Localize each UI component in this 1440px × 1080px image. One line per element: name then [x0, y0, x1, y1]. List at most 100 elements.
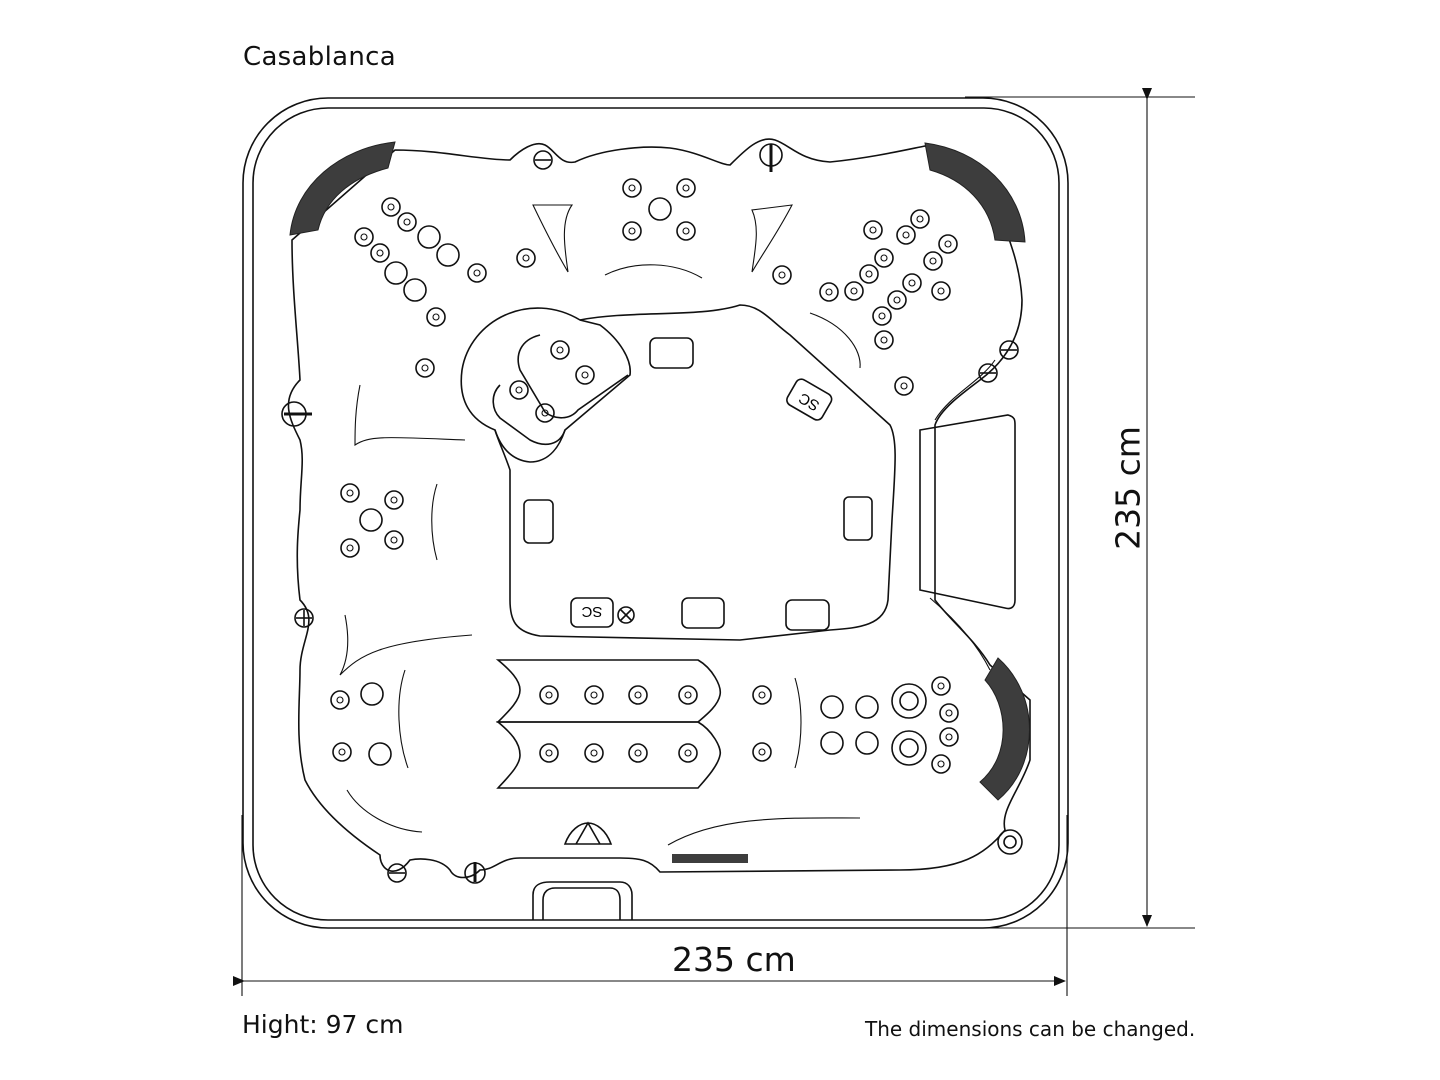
control-knob	[387, 863, 407, 883]
large-jet	[855, 731, 879, 755]
height-dimension-label: 235 cm	[1108, 426, 1148, 550]
jet-nozzle	[581, 371, 589, 379]
jet-nozzle	[590, 749, 598, 757]
jet-nozzle	[684, 749, 692, 757]
jet	[622, 221, 642, 241]
dimensions-changeable-note: The dimensions can be changed.	[865, 1017, 1196, 1041]
control-knob	[999, 340, 1019, 360]
jet-nozzle	[556, 346, 564, 354]
large-jet	[403, 278, 427, 302]
jet-nozzle	[937, 760, 945, 768]
svg-text:SC: SC	[581, 603, 602, 620]
jet	[872, 306, 892, 326]
lounger-seat	[919, 414, 1016, 610]
jet	[622, 178, 642, 198]
jet-nozzle	[590, 691, 598, 699]
large-jet	[360, 682, 384, 706]
jet	[844, 281, 864, 301]
jet-nozzle	[878, 312, 886, 320]
headrest-pillow-top-left	[289, 141, 396, 236]
jet	[676, 178, 696, 198]
jet-nozzle	[387, 203, 395, 211]
large-jet	[436, 243, 460, 267]
jet-nozzle	[541, 409, 549, 417]
rotary-jet	[891, 683, 927, 719]
jet-nozzle	[390, 496, 398, 504]
jet	[354, 227, 374, 247]
jet	[539, 685, 559, 705]
jet	[819, 282, 839, 302]
jet	[874, 330, 894, 350]
jet	[550, 340, 570, 360]
jet-nozzle	[778, 271, 786, 279]
height-dimension-line	[965, 88, 1195, 929]
headrest-pillow-top-right	[924, 142, 1026, 243]
inner-shell	[252, 107, 1060, 921]
jet-nozzle	[684, 691, 692, 699]
jet-nozzle	[908, 279, 916, 287]
valve-icon	[617, 606, 635, 624]
control-knob	[978, 363, 998, 383]
jet	[752, 742, 772, 762]
jet-nozzle	[944, 240, 952, 248]
bench-seat-front	[495, 659, 722, 723]
jet-nozzle	[515, 386, 523, 394]
jet-nozzle	[336, 696, 344, 704]
large-jet	[855, 695, 879, 719]
rotary-jet	[899, 738, 919, 758]
seat-pad	[681, 597, 725, 629]
rotary-jet	[899, 691, 919, 711]
jet	[939, 727, 959, 747]
jet-nozzle	[346, 489, 354, 497]
jet-nozzle	[865, 270, 873, 278]
large-jet	[648, 197, 672, 221]
skimmer-bar	[672, 854, 748, 863]
jet-nozzle	[880, 254, 888, 262]
outer-shell	[242, 97, 1069, 929]
jet	[516, 248, 536, 268]
jet	[628, 743, 648, 763]
large-jet	[417, 225, 441, 249]
headrest-pillow-right	[979, 657, 1030, 801]
jet	[384, 530, 404, 550]
control-knob	[759, 143, 783, 172]
large-jet	[368, 742, 392, 766]
jet	[896, 225, 916, 245]
jet	[752, 685, 772, 705]
jet-nozzle	[634, 749, 642, 757]
seat-pad	[649, 337, 694, 369]
width-dimension-label: 235 cm	[672, 940, 796, 979]
jet-nozzle	[945, 733, 953, 741]
large-jet	[820, 695, 844, 719]
jet	[863, 220, 883, 240]
basin-outline	[287, 138, 1031, 879]
jet-nozzle	[682, 227, 690, 235]
jet	[340, 538, 360, 558]
jet-nozzle	[937, 682, 945, 690]
jet	[384, 490, 404, 510]
jet-nozzle	[376, 249, 384, 257]
jet	[894, 376, 914, 396]
skimmer	[532, 881, 633, 920]
drain	[997, 829, 1023, 855]
hight-note: Hight: 97 cm	[242, 1010, 404, 1039]
jet	[575, 365, 595, 385]
jet-nozzle	[902, 231, 910, 239]
jet-nozzle	[758, 748, 766, 756]
jet	[628, 685, 648, 705]
jet	[678, 685, 698, 705]
jet-nozzle	[682, 184, 690, 192]
jet-nozzle	[432, 313, 440, 321]
control-knob	[294, 608, 314, 628]
jet	[859, 264, 879, 284]
jet-nozzle	[634, 691, 642, 699]
jet-nozzle	[628, 227, 636, 235]
jet	[676, 221, 696, 241]
jet-nozzle	[869, 226, 877, 234]
jet-nozzle	[390, 536, 398, 544]
jet-nozzle	[900, 382, 908, 390]
jet	[467, 263, 487, 283]
jet-nozzle	[628, 184, 636, 192]
sc-badge: SC	[570, 597, 614, 628]
